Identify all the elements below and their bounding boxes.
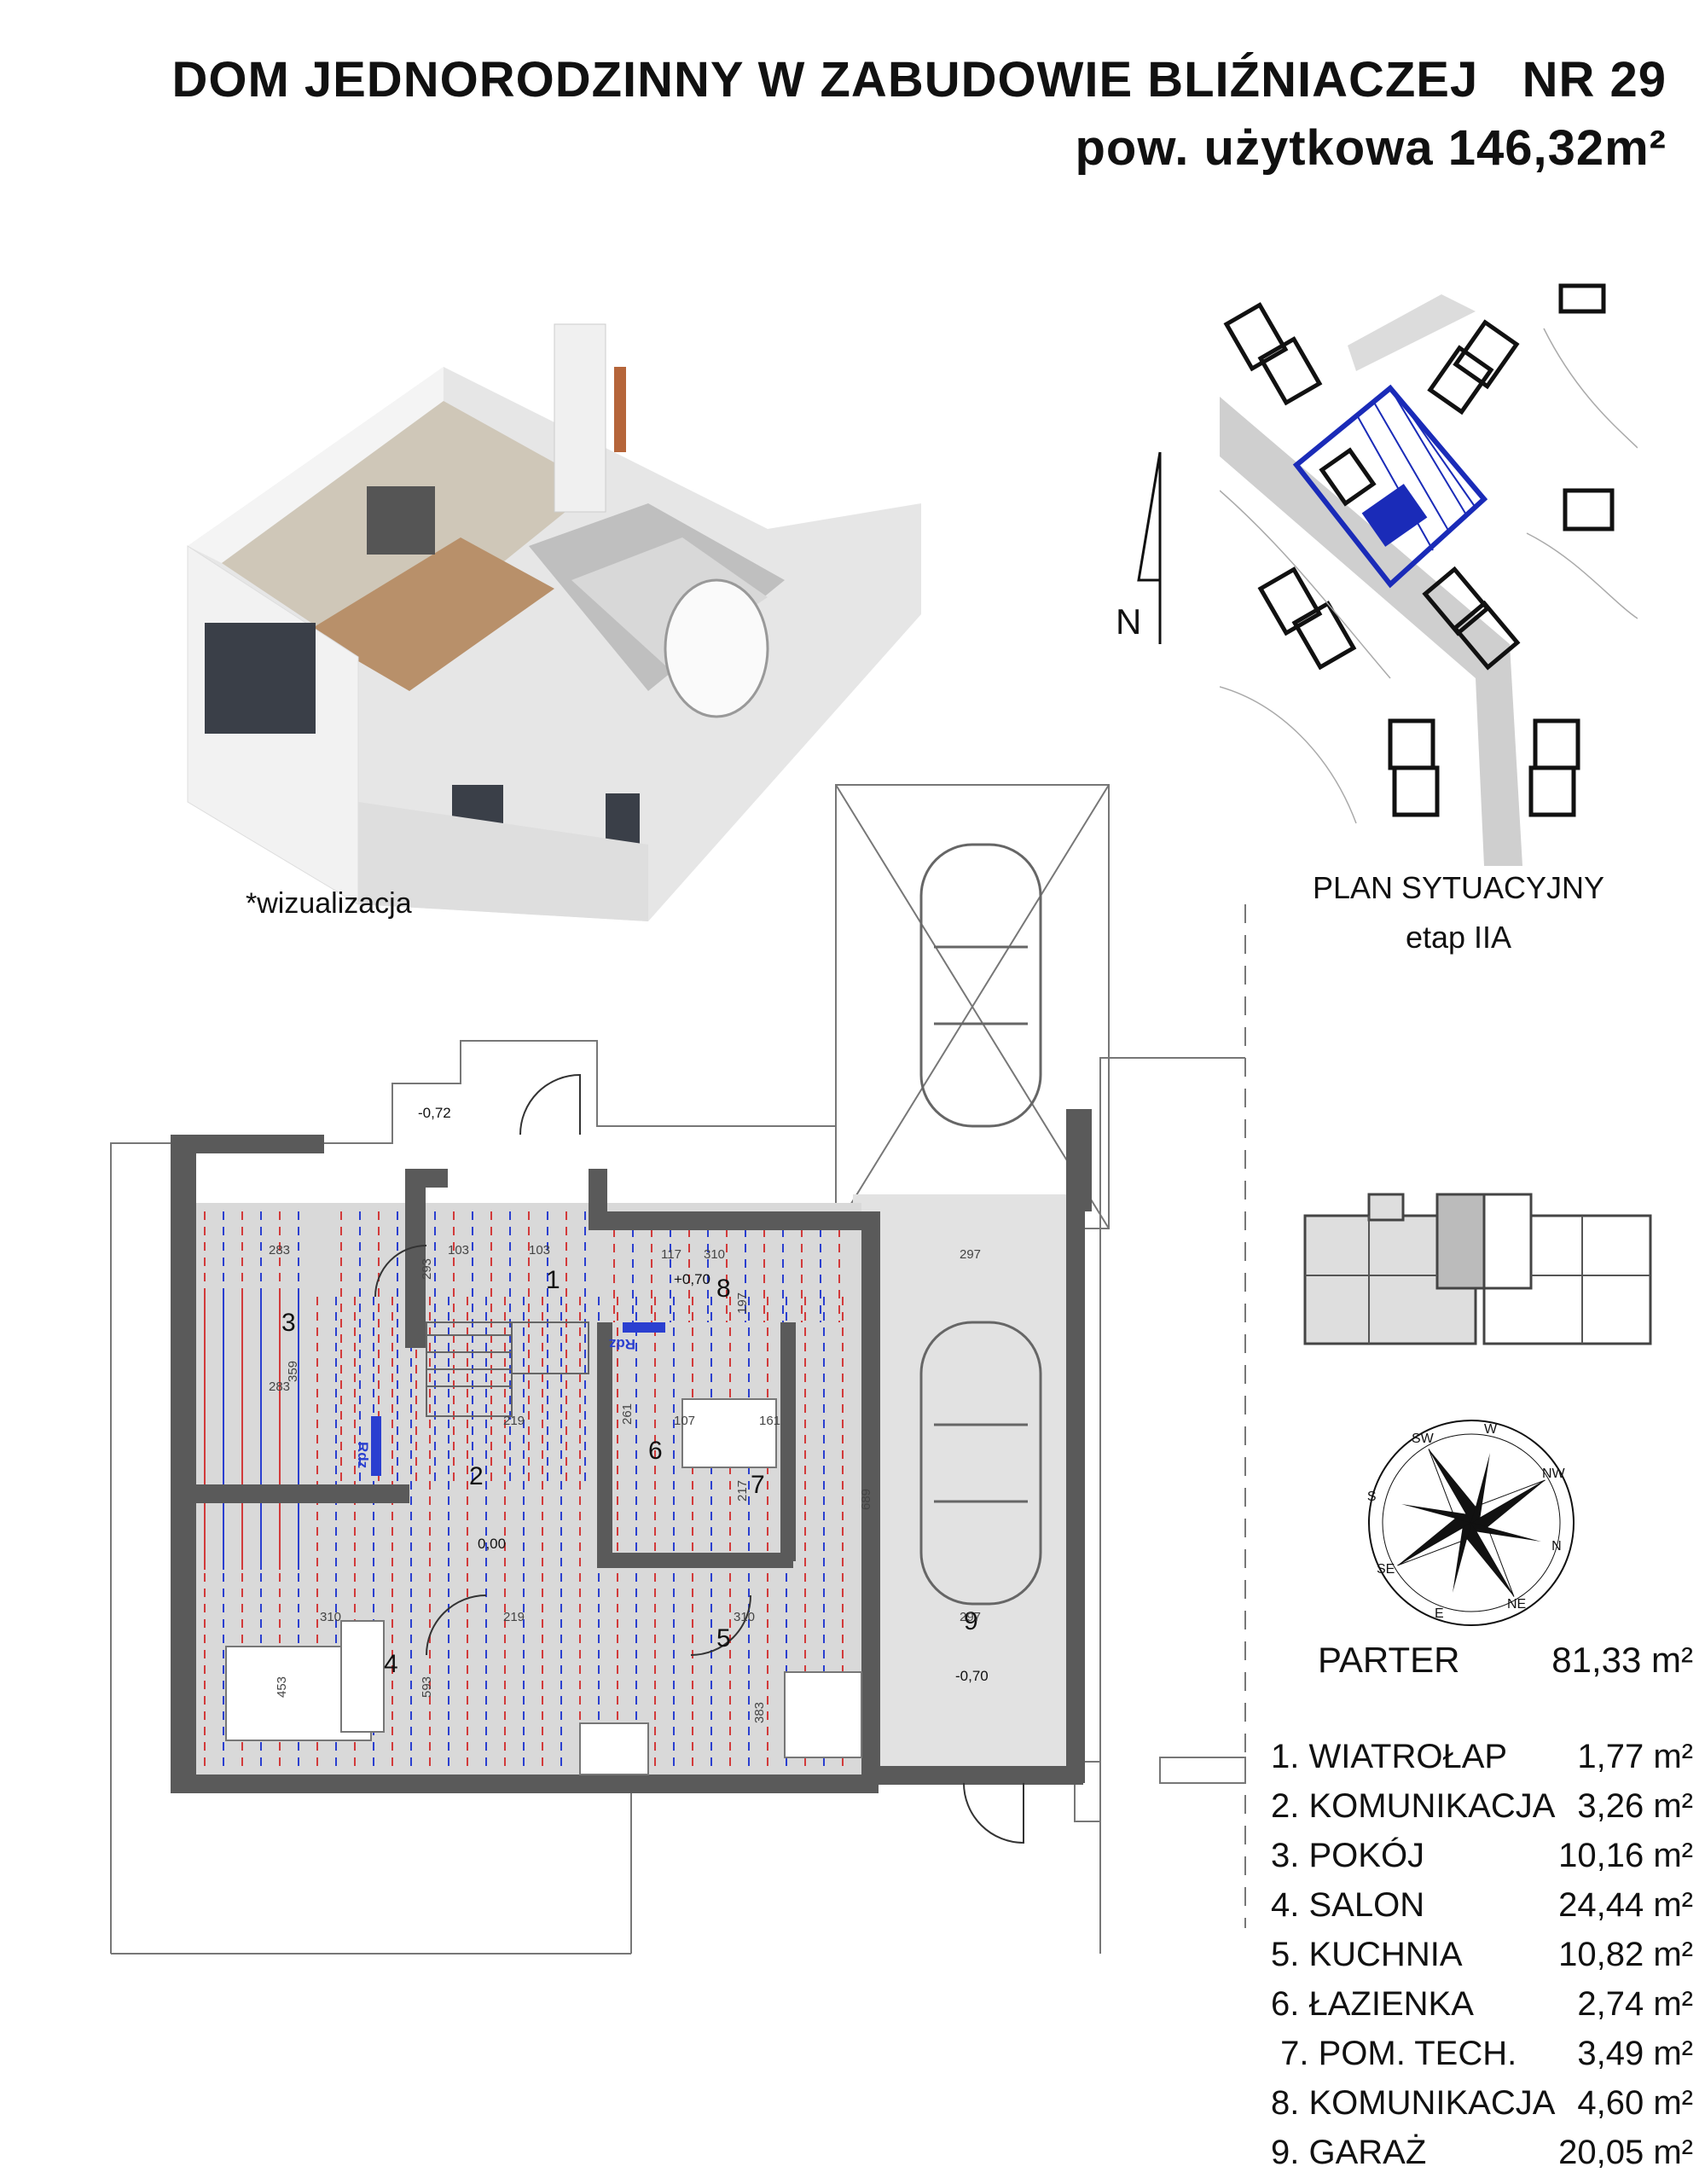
dimension-label: 310 bbox=[734, 1610, 755, 1624]
room-row: 4. SALON 24,44 m² bbox=[1271, 1880, 1693, 1930]
room-row: 3. POKÓJ 10,16 m² bbox=[1271, 1831, 1693, 1880]
compass-label: NE bbox=[1507, 1596, 1527, 1612]
dimension-label: 217 bbox=[735, 1480, 750, 1502]
level-marker: 0,00 bbox=[478, 1536, 506, 1552]
key-plan-thumbnail bbox=[1303, 1193, 1652, 1345]
compass-label: N bbox=[1551, 1538, 1562, 1554]
room-area: 20,05 m² bbox=[1558, 2133, 1693, 2171]
room-area: 1,77 m² bbox=[1577, 1737, 1693, 1775]
room-row: 8. KOMUNIKACJA 4,60 m² bbox=[1271, 2078, 1693, 2128]
room-name: 6. ŁAZIENKA bbox=[1271, 1984, 1474, 2023]
room-number-6: 6 bbox=[648, 1437, 663, 1465]
room-number-7: 7 bbox=[751, 1471, 765, 1499]
room-area-list: 1. WIATROŁAP 1,77 m² 2. KOMUNIKACJA 3,26 m²… bbox=[1271, 1732, 1693, 2177]
level-area-heading: PARTER 81,33 m² bbox=[1318, 1640, 1693, 1681]
site-plan-map bbox=[1220, 277, 1638, 866]
room-name: 7. POM. TECH. bbox=[1271, 2034, 1517, 2072]
room-number-3: 3 bbox=[281, 1309, 296, 1337]
visualization-caption: *wizualizacja bbox=[246, 887, 412, 920]
room-row: 6. ŁAZIENKA 2,74 m² bbox=[1271, 1979, 1693, 2029]
room-name: 2. KOMUNIKACJA bbox=[1271, 1786, 1556, 1825]
dimension-label: 103 bbox=[448, 1243, 469, 1258]
usable-area-subtitle: pow. użytkowa 146,32m² bbox=[1075, 120, 1667, 176]
dimension-label: 593 bbox=[420, 1676, 434, 1698]
compass-label: SW bbox=[1412, 1432, 1434, 1446]
site-plan-title: PLAN SYTUACYJNY bbox=[1312, 870, 1605, 905]
radiator-label: Rdz bbox=[355, 1442, 371, 1468]
room-number-5: 5 bbox=[716, 1624, 731, 1653]
room-row: 5. KUCHNIA 10,82 m² bbox=[1271, 1930, 1693, 1979]
level-area: 81,33 m² bbox=[1551, 1640, 1693, 1680]
dimension-label: 219 bbox=[503, 1610, 525, 1624]
room-area: 10,16 m² bbox=[1558, 1836, 1693, 1874]
dimension-label: 310 bbox=[320, 1610, 341, 1624]
room-row: 1. WIATROŁAP 1,77 m² bbox=[1271, 1732, 1693, 1781]
dimension-label: 310 bbox=[704, 1247, 725, 1262]
dimension-label: 261 bbox=[620, 1403, 635, 1425]
room-name: 1. WIATROŁAP bbox=[1271, 1737, 1508, 1775]
room-area: 3,26 m² bbox=[1577, 1786, 1693, 1825]
visualization-render bbox=[187, 323, 921, 921]
dimension-label: 283 bbox=[269, 1243, 290, 1258]
room-name: 4. SALON bbox=[1271, 1885, 1425, 1924]
room-name: 8. KOMUNIKACJA bbox=[1271, 2083, 1556, 2122]
room-row: 2. KOMUNIKACJA 3,26 m² bbox=[1271, 1781, 1693, 1831]
compass-rose bbox=[1368, 1420, 1575, 1626]
dimension-label: 297 bbox=[960, 1247, 981, 1262]
dimension-label: 293 bbox=[420, 1258, 434, 1280]
dimension-label: 359 bbox=[286, 1361, 300, 1382]
compass-label: SE bbox=[1377, 1562, 1395, 1577]
room-area: 4,60 m² bbox=[1577, 2083, 1693, 2122]
room-area: 3,49 m² bbox=[1577, 2034, 1693, 2072]
dimension-label: 219 bbox=[503, 1414, 525, 1428]
page-title: DOM JEDNORODZINNY W ZABUDOWIE BLIŹNIACZE… bbox=[171, 52, 1667, 107]
dimension-label: 283 bbox=[269, 1380, 290, 1394]
dimension-label: 689 bbox=[859, 1489, 873, 1510]
room-number-2: 2 bbox=[469, 1462, 484, 1490]
room-number-1: 1 bbox=[546, 1266, 560, 1294]
room-number-8: 8 bbox=[716, 1275, 731, 1303]
compass-label: NW bbox=[1541, 1467, 1565, 1481]
dimension-label: 383 bbox=[752, 1702, 767, 1723]
room-name: 9. GARAŻ bbox=[1271, 2133, 1427, 2171]
dimension-label: 103 bbox=[529, 1243, 550, 1258]
compass-label: S bbox=[1366, 1490, 1377, 1504]
compass-label: E bbox=[1435, 1606, 1444, 1622]
north-arrow bbox=[1137, 451, 1162, 644]
room-number-4: 4 bbox=[384, 1650, 398, 1678]
room-name: 5. KUCHNIA bbox=[1271, 1935, 1463, 1973]
dimension-label: 453 bbox=[275, 1676, 289, 1698]
room-row: 7. POM. TECH. 3,49 m² bbox=[1271, 2029, 1693, 2078]
compass-label: W bbox=[1483, 1421, 1498, 1437]
site-plan-subtitle: etap IIA bbox=[1405, 920, 1512, 955]
room-name: 3. POKÓJ bbox=[1271, 1836, 1425, 1874]
room-number-9: 9 bbox=[964, 1607, 978, 1635]
dimension-label: 117 bbox=[661, 1247, 681, 1262]
level-marker: +0,70 bbox=[674, 1271, 710, 1287]
room-area: 2,74 m² bbox=[1577, 1984, 1693, 2023]
room-row: 9. GARAŻ 20,05 m² bbox=[1271, 2128, 1693, 2177]
level-marker: -0,70 bbox=[955, 1668, 989, 1684]
floor-plan: 1 2 3 4 5 6 7 8 9 -0,72 +0,70 0,00 -0,70 283 103 103 117… bbox=[110, 784, 1246, 1955]
level-marker: -0,72 bbox=[418, 1105, 451, 1121]
dimension-label: 297 bbox=[960, 1610, 981, 1624]
dimension-label: 161 bbox=[759, 1414, 780, 1428]
level-name: PARTER bbox=[1318, 1640, 1460, 1680]
dimension-label: 197 bbox=[735, 1292, 750, 1314]
north-label: N bbox=[1116, 601, 1142, 642]
room-area: 24,44 m² bbox=[1558, 1885, 1693, 1924]
radiator-label: Rdz bbox=[609, 1336, 635, 1352]
room-area: 10,82 m² bbox=[1558, 1935, 1693, 1973]
dimension-label: 107 bbox=[674, 1414, 695, 1428]
